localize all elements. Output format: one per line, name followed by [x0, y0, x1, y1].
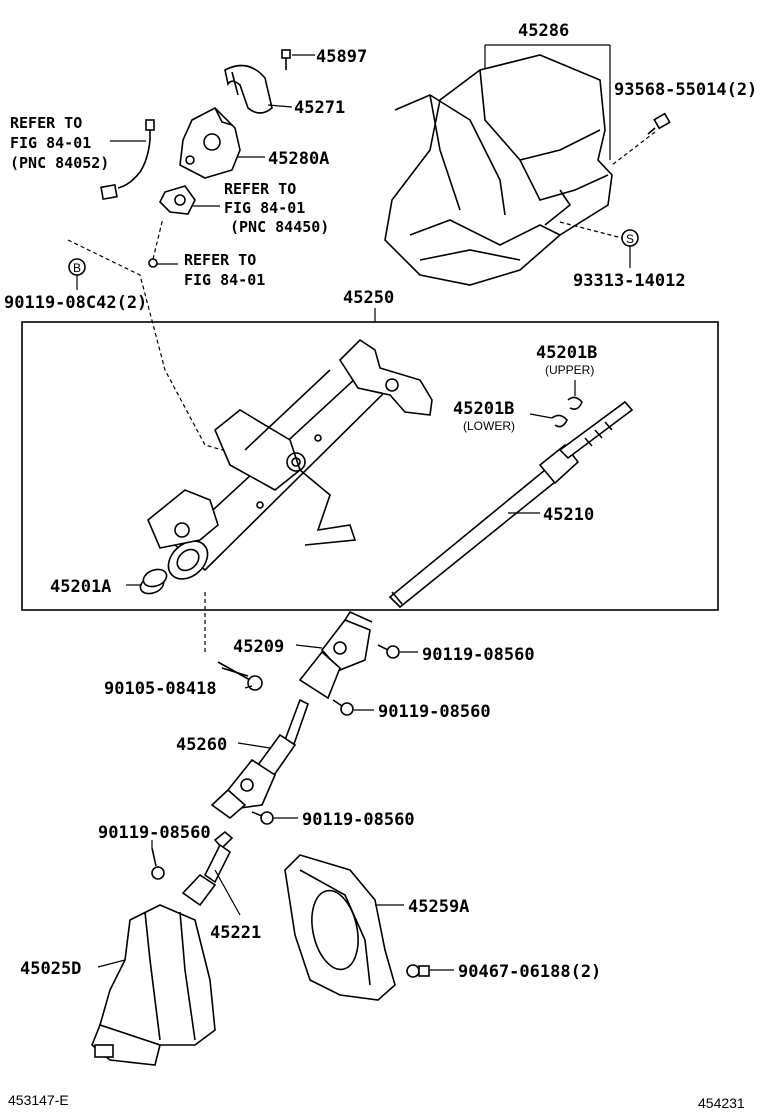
label-90119-08560-b: 90119-08560 — [378, 702, 491, 722]
lower-shaft-45221 — [181, 830, 234, 907]
label-45201b-upper: 45201B — [536, 343, 597, 363]
bushing-45201a-icon — [139, 568, 168, 595]
refer1-line3: (PNC 84052) — [10, 154, 109, 172]
label-lower: (LOWER) — [463, 419, 515, 433]
leader-45209 — [295, 644, 323, 649]
column-tube-assembly — [147, 338, 433, 580]
leader-45271 — [267, 104, 293, 108]
label-45210: 45210 — [543, 505, 594, 525]
harness-clip-icon — [100, 119, 155, 201]
leader-45221 — [214, 869, 241, 916]
label-90119-08560-d: 90119-08560 — [98, 823, 211, 843]
label-93568: 93568-55014(2) — [614, 80, 757, 100]
screw-93568-icon — [647, 112, 671, 135]
label-90105: 90105-08418 — [104, 679, 217, 699]
cover-45259a — [284, 854, 396, 1001]
footer-left-code: 453147-E — [8, 1092, 69, 1108]
label-90119-08560-c: 90119-08560 — [302, 810, 415, 830]
leader-93568 — [611, 131, 656, 166]
label-45221: 45221 — [210, 923, 261, 943]
leader-93313-dash — [559, 221, 623, 239]
universal-joint-45209-icon — [298, 610, 373, 700]
label-45259a: 45259A — [408, 897, 469, 917]
marker-b-text: B — [73, 261, 81, 275]
clip-45201b-upper-icon — [567, 396, 583, 410]
label-45271: 45271 — [294, 98, 345, 118]
refer2-line3: (PNC 84450) — [230, 218, 329, 236]
pin-icon — [148, 217, 164, 268]
label-90119-08c42: 90119-08C42(2) — [4, 293, 147, 313]
bolt-icon-b — [332, 699, 354, 716]
label-93313: 93313-14012 — [573, 271, 686, 291]
refer2-line2: FIG 84-01 — [224, 199, 305, 217]
marker-s-text: S — [626, 232, 634, 246]
assembly-45250-box — [21, 321, 719, 611]
label-45201a: 45201A — [50, 577, 111, 597]
long-bolt-90105-icon — [217, 661, 263, 691]
label-90467: 90467-06188(2) — [458, 962, 601, 982]
refer2-line1: REFER TO — [224, 180, 296, 198]
label-45201b-lower: 45201B — [453, 399, 514, 419]
footer-right-code: 454231 — [698, 1095, 745, 1111]
label-45260: 45260 — [176, 735, 227, 755]
main-shaft-45210 — [388, 400, 634, 609]
refer1-line1: REFER TO — [10, 114, 82, 132]
refer3-line2: FIG 84-01 — [184, 271, 265, 289]
boot-45025d — [91, 904, 216, 1066]
clip-90467-icon — [406, 964, 430, 978]
refer1-line2: FIG 84-01 — [10, 134, 91, 152]
label-45209: 45209 — [233, 637, 284, 657]
clip-45201b-lower-icon — [551, 414, 568, 428]
label-45280a: 45280A — [268, 149, 329, 169]
column-cover-45286 — [384, 54, 613, 286]
leader-90105 — [244, 685, 253, 689]
clamp-45271-icon — [224, 64, 273, 114]
label-45025d: 45025D — [20, 959, 81, 979]
bracket-45280a-icon — [179, 107, 241, 179]
bolt-icon-c — [251, 811, 274, 825]
intermediate-shaft-45260 — [210, 698, 309, 820]
label-45286: 45286 — [518, 21, 569, 41]
label-90119-08560-a: 90119-08560 — [422, 645, 535, 665]
refer3-line1: REFER TO — [184, 251, 256, 269]
leader-45260 — [237, 742, 271, 749]
switch-piece-icon — [159, 185, 196, 215]
leader-45025d — [97, 959, 126, 968]
dashed-bolt-path — [67, 239, 241, 456]
leader-45201b-lower — [529, 413, 553, 419]
label-upper: (UPPER) — [545, 363, 594, 377]
bolt-icon-d — [151, 847, 165, 880]
screw-45897-icon — [281, 49, 291, 70]
label-45250: 45250 — [343, 288, 394, 308]
label-45897: 45897 — [316, 47, 367, 67]
bolt-icon-a — [377, 644, 400, 659]
